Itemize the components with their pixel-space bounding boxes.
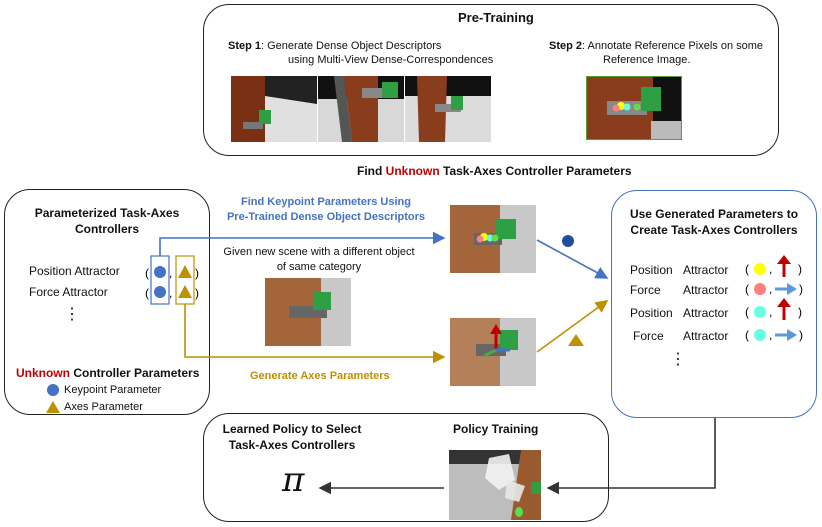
right-title-line1: Use Generated Parameters to [629, 207, 799, 221]
scene-caption-1: Given new scene with a different object [223, 246, 415, 258]
legend-axes-label: Axes Parameter [64, 401, 143, 413]
legend-keypoint-label: Keypoint Parameter [64, 384, 162, 396]
multiview-image-2-art [334, 76, 398, 142]
learned-policy-title-2: Task-Axes Controllers [228, 438, 356, 452]
right-title-line2: Create Task-Axes Controllers [630, 223, 798, 237]
keypoint-result-image-art [450, 205, 516, 273]
right-row4-label-a: Force [633, 329, 664, 343]
multiview-image-1-art [231, 76, 317, 142]
step2-line2: Reference Image. [603, 54, 691, 66]
reference-image-art [587, 77, 681, 139]
left-title-line1: Parameterized Task-Axes [34, 206, 180, 220]
multiview-image-1 [231, 76, 317, 142]
right-row3-label-b: Attractor [683, 306, 729, 320]
right-row4-label-b: Attractor [683, 329, 729, 343]
multiview-image-3 [405, 76, 491, 142]
axes-step-title: Generate Axes Parameters [250, 370, 390, 382]
axes-param-marker [568, 334, 584, 346]
policy-pi-symbol: π [282, 460, 305, 500]
right-row3-label-a: Position [630, 306, 673, 320]
right-row2-label-b: Attractor [683, 283, 729, 297]
step1-line1: Step 1: Generate Dense Object Descriptor… [228, 40, 442, 52]
right-row2-label-a: Force [630, 283, 661, 297]
policy-training-image [449, 450, 541, 520]
policy-training-panel [203, 413, 609, 522]
policy-training-image-art [485, 450, 541, 520]
left-continuation-dots: ⋮ [64, 306, 80, 323]
pretraining-title: Pre-Training [458, 10, 534, 25]
keypoint-step-title-2: Pre-Trained Dense Object Descriptors [226, 211, 426, 223]
keypoint-result-image [450, 205, 536, 273]
axes-result-image-art [450, 318, 518, 386]
keypoint-param-marker [562, 235, 574, 247]
left-row-position-attractor: Position Attractor [29, 264, 120, 278]
reference-image [586, 76, 682, 140]
left-row-force-attractor: Force Attractor [29, 285, 108, 299]
find-unknown-heading: Find Unknown Task-Axes Controller Parame… [357, 164, 632, 178]
step2-line1: Step 2: Annotate Reference Pixels on som… [549, 40, 764, 52]
multiview-image-2 [318, 76, 404, 142]
keypoint-step-title-1: Find Keypoint Parameters Using [241, 196, 411, 208]
scene-caption-2: of same category [276, 261, 362, 273]
right-continuation-dots: ⋮ [670, 351, 686, 368]
keypoint-to-controllers-arrow [536, 239, 609, 279]
right-row1-label-b: Attractor [683, 263, 729, 277]
multiview-image-3-art [417, 76, 463, 142]
unknown-parameters-label: Unknown Controller Parameters [16, 366, 200, 380]
learned-policy-title-1: Learned Policy to Select [222, 422, 362, 436]
new-scene-image [265, 278, 351, 346]
new-scene-image-art [265, 278, 331, 346]
step1-line2: using Multi-View Dense-Correspondences [288, 54, 494, 66]
right-row1-label-a: Position [630, 263, 673, 277]
policy-training-title: Policy Training [453, 422, 539, 436]
axes-to-controllers-arrow [536, 300, 609, 353]
axes-result-image [450, 318, 536, 386]
left-title-line2: Controllers [74, 222, 139, 236]
